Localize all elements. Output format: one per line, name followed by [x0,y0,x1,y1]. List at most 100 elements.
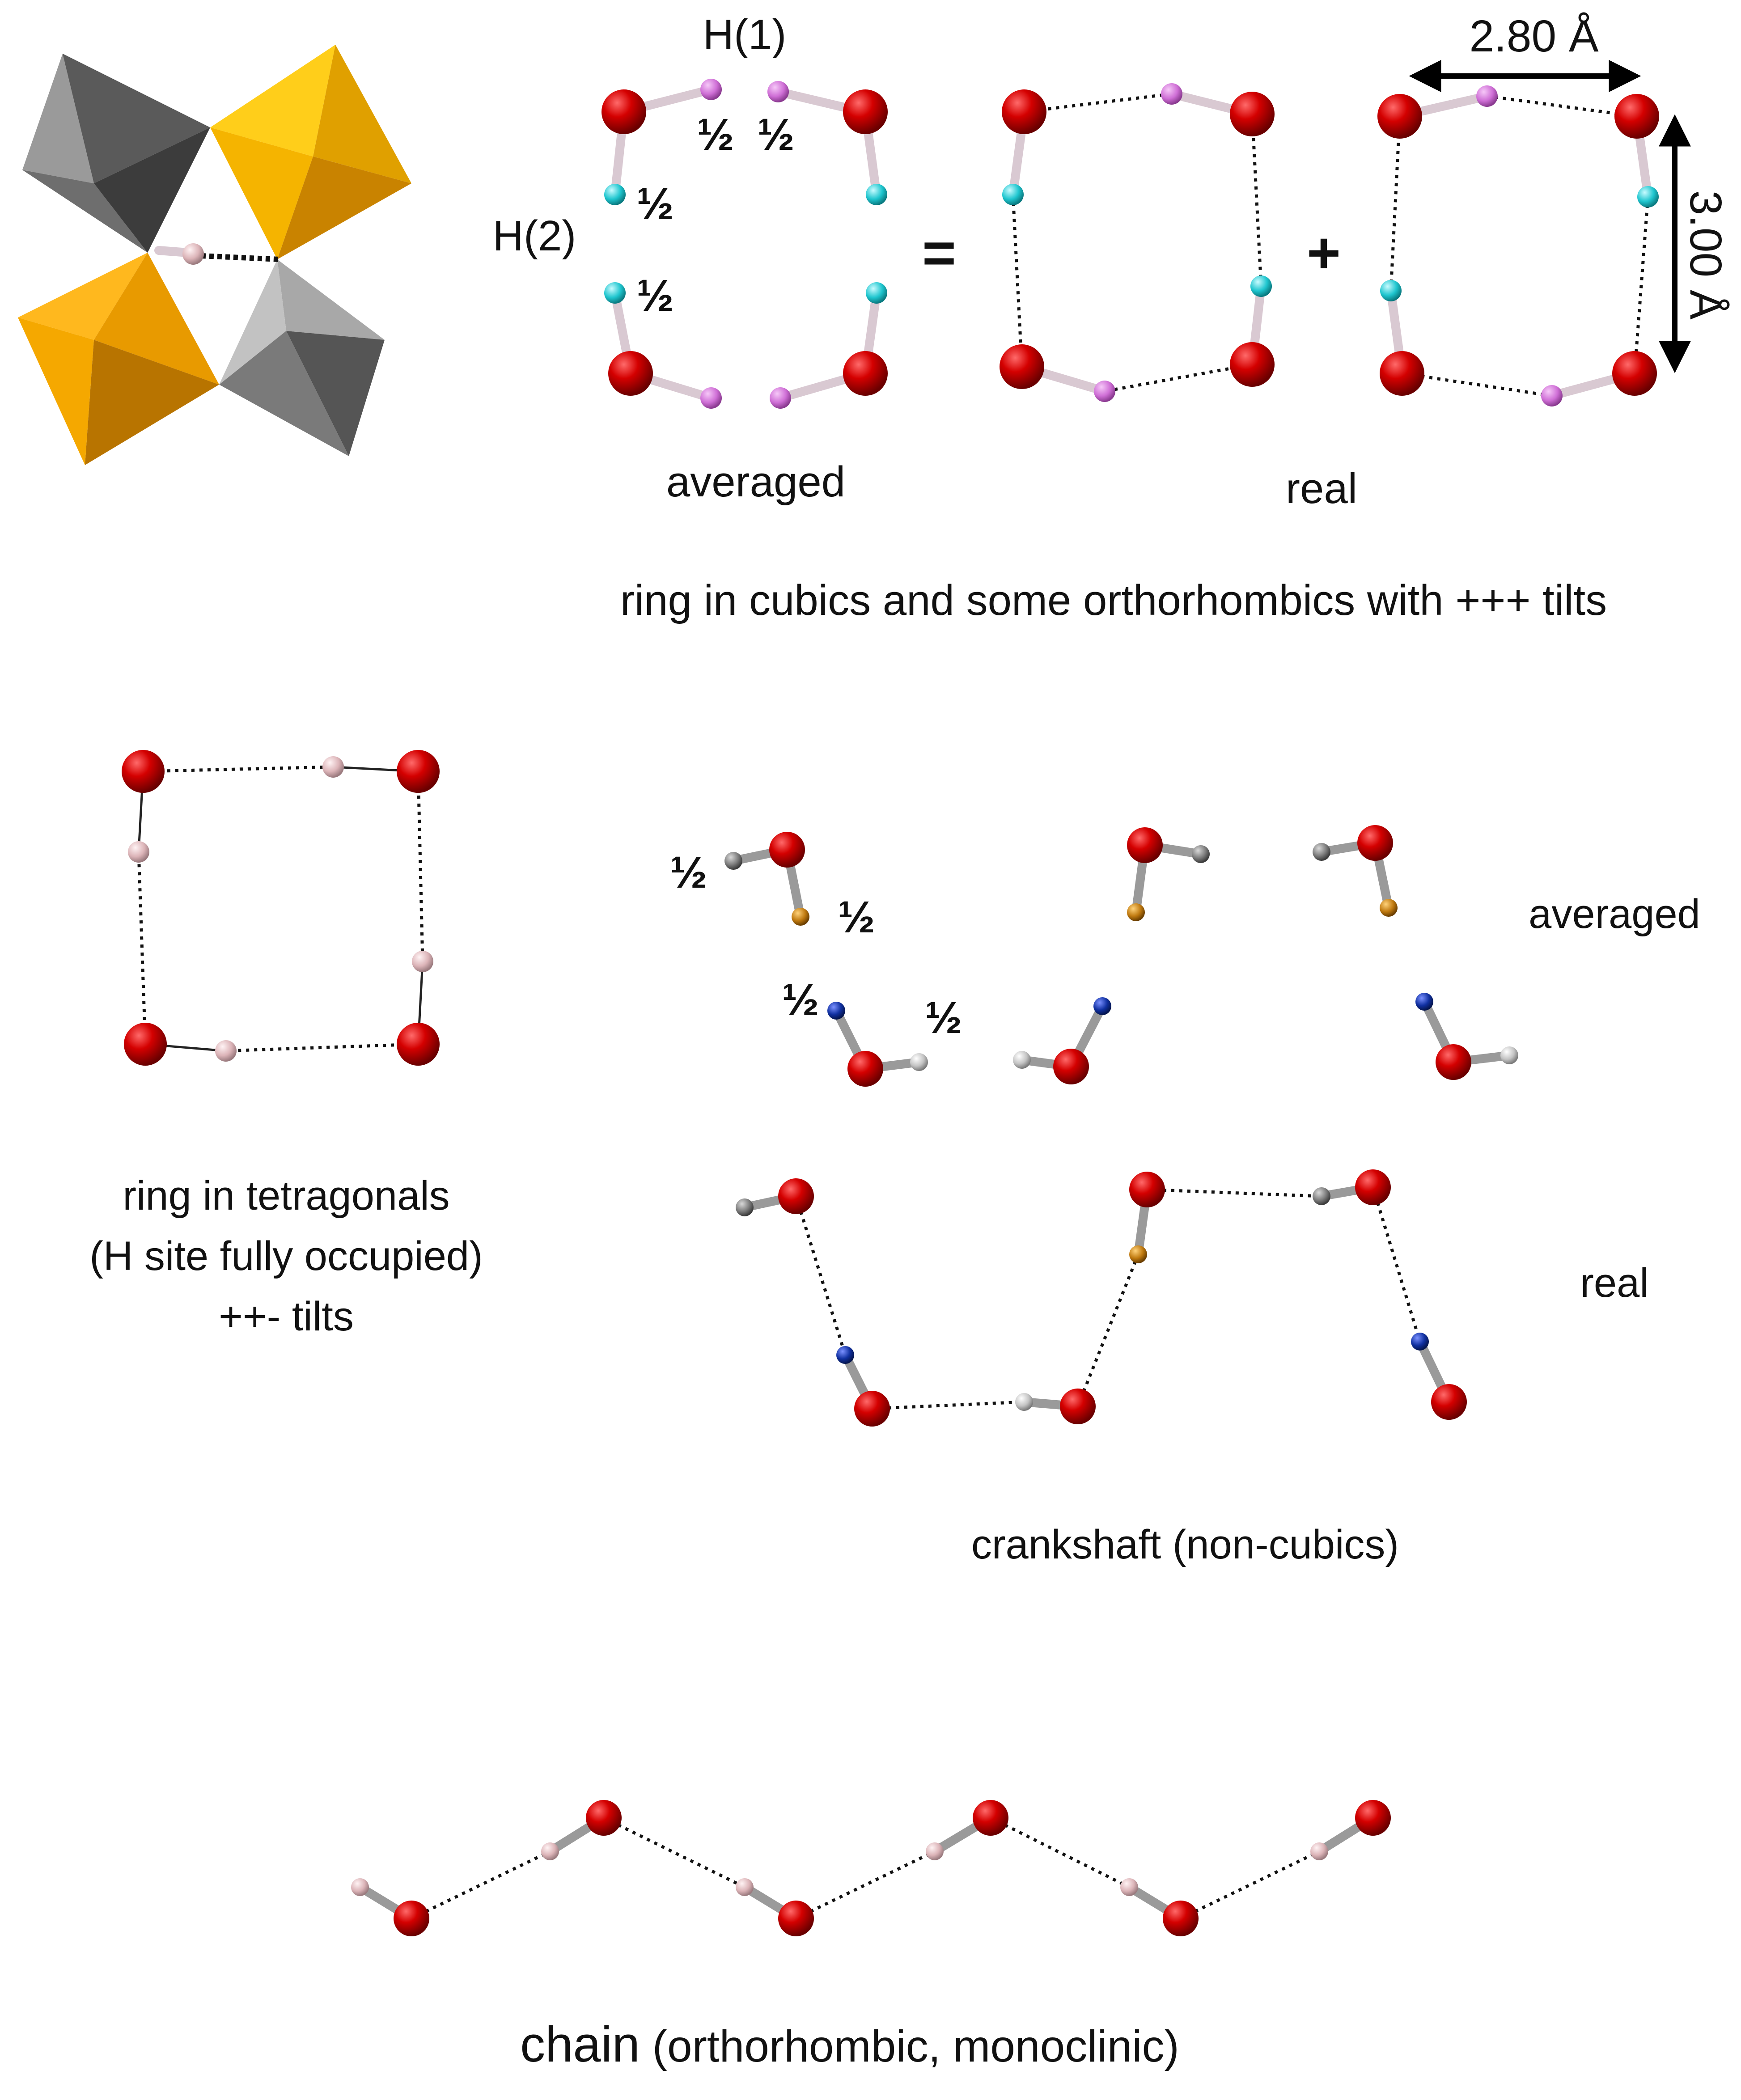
h2-atom [866,282,887,304]
hydrogen-atom [1380,899,1398,917]
oxygen-atom [124,1023,167,1066]
caption-chain-paren: (orthorhombic, monoclinic) [640,2021,1179,2071]
hydrogen-atom [1310,1842,1328,1860]
oxygen-atom [1230,92,1275,136]
oxygen-atom [1357,825,1393,861]
equals-sign: = [922,220,956,285]
caption-cubic-ring: ring in cubics and some orthorhombics wi… [620,576,1607,624]
caption-chain-main: chain [520,2016,640,2072]
oxygen-atom [1163,1901,1199,1936]
octahedron-grey-bottom [219,259,385,456]
h1-atom [1476,85,1498,107]
hydrogen-atom [836,1346,854,1364]
hydrogen-atom [1313,1187,1330,1205]
hydrogen-atom [1127,903,1145,921]
oxygen-atom [397,750,440,793]
half-occupancy-label: ½ [636,271,674,321]
octahedron-gold-bottom [18,253,219,465]
half-occupancy-label: ½ [757,110,794,160]
h1-atom [1161,83,1182,105]
hydrogen-atom [1129,1245,1147,1263]
h2-atom [1380,280,1402,301]
half-occupancy-label: ½ [670,847,707,898]
chain [351,1800,1391,1936]
oxygen-atom [1380,351,1424,396]
hydrogen-atom [1013,1051,1031,1069]
caption-tetragonal-line2: (H site fully occupied) [89,1233,483,1279]
oxygen-atom [843,89,888,134]
oxygen-atom [1053,1049,1089,1084]
oxygen-atom [1377,94,1422,139]
half-occupancy-label: ½ [782,975,819,1025]
oxygen-atom [769,832,805,868]
caption-tetragonal-line3: ++- tilts [219,1294,354,1339]
hydrogen-atom [182,243,204,265]
h2-atom [1250,275,1272,297]
hydrogen-atom [827,1002,845,1020]
oxygen-atom [608,351,653,396]
oxygen-atom [1612,351,1657,396]
caption-tetragonal-line1: ring in tetragonals [123,1173,449,1219]
oxygen-atom [854,1391,890,1427]
oxygen-atom [1614,94,1659,139]
h1-label: H(1) [703,11,787,59]
hydrogen-atom [1192,845,1210,863]
oxygen-atom [778,1178,814,1214]
hydrogen-bond [201,253,280,262]
dimension-horizontal-label: 2.80 Å [1469,11,1598,61]
oxygen-atom [394,1901,429,1936]
hydrogen-atom [541,1842,559,1860]
hydrogen-atom [412,951,433,972]
h1-atom [767,81,789,102]
hydrogen-atom [322,756,344,778]
crankshaft-real [736,1169,1467,1427]
oxygen-atom [1000,344,1044,389]
oxygen-atom [586,1800,622,1836]
hydrogen-atom [351,1878,369,1896]
hydrogen-atom [1120,1878,1138,1896]
h1-atom [1094,381,1115,402]
plus-sign: + [1307,220,1341,285]
hydrogen-atom [128,841,149,863]
hydrogen-atom [1093,997,1111,1015]
h1-atom [1541,385,1563,406]
oxygen-atom [973,1800,1008,1836]
dimension-vertical-label: 3.00 Å [1681,190,1731,319]
hydrogen-atom [792,908,809,926]
oxygen-atom [122,750,165,793]
hydrogen-atom [724,852,742,870]
real-ring-1 [1000,83,1275,402]
h2-label: H(2) [493,212,576,260]
hydrogen-atom [1313,843,1330,861]
caption-chain: chain (orthorhombic, monoclinic) [520,2016,1179,2072]
oxygen-atom [1436,1044,1471,1080]
hydrogen-atom [926,1842,944,1860]
hydrogen-atom [736,1878,754,1896]
oxygen-atom [847,1051,883,1087]
hydrogen-atom [1500,1046,1518,1064]
oxygen-atom [1060,1389,1096,1424]
hydrogen-atom [910,1053,928,1071]
oxygen-atom [1127,827,1163,863]
half-occupancy-label: ½ [636,179,674,229]
averaged-label-middle: averaged [1529,891,1700,937]
hydrogen-atom [1411,1333,1429,1351]
hydrogen-atom [1415,993,1433,1011]
hydrogen-atom [1015,1393,1033,1411]
h1-atom [700,79,722,100]
h1-atom [700,387,722,409]
octahedron-grey-top [22,54,210,253]
tetragonal-ring [122,750,440,1066]
real-label-middle: real [1580,1260,1648,1306]
h2-atom [604,282,626,304]
oxygen-atom [1431,1384,1467,1420]
real-label-top: real [1286,465,1357,512]
oxygen-atom [843,351,888,396]
averaged-label-top: averaged [666,458,845,506]
half-occupancy-label: ½ [697,110,734,160]
oxygen-atom [397,1023,440,1066]
crankshaft-averaged [724,825,1518,1087]
real-ring-2 [1377,85,1659,406]
oxygen-atom [602,89,646,134]
